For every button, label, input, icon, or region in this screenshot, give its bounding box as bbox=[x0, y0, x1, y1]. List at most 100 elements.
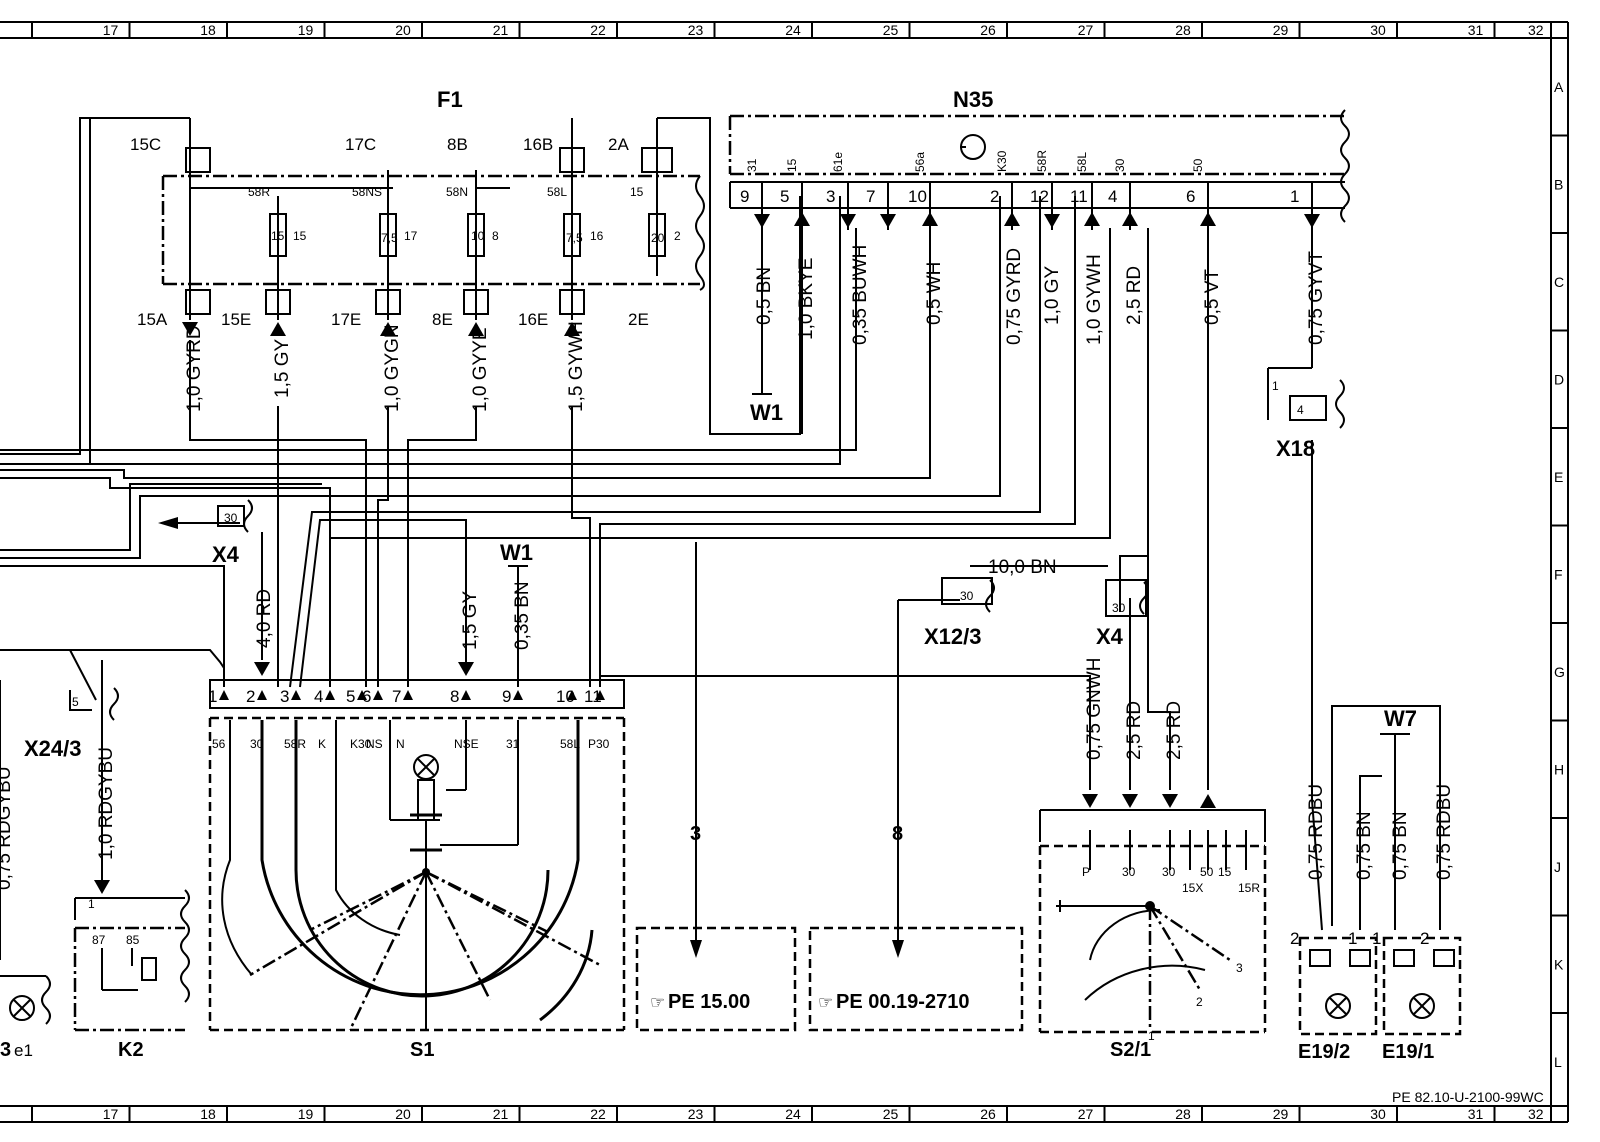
f1-58l-rating: 7,5 bbox=[566, 231, 583, 245]
e19-wire-labels: 0,75 RDBU 0,75 BN 0,75 BN 0,75 RDBU bbox=[1306, 784, 1455, 880]
x12-3-pin: 30 bbox=[960, 589, 974, 603]
f1-58ns-term: 58NS bbox=[352, 185, 382, 199]
x4-left-pin: 30 bbox=[224, 511, 238, 525]
connector-x18: 1 4 X18 bbox=[1267, 367, 1345, 461]
row-label: B bbox=[1554, 176, 1563, 192]
wire-f1-15a: 1,0 GYRD bbox=[184, 325, 205, 412]
f1-2e: 2E bbox=[628, 310, 649, 329]
column-label-bottom: 28 bbox=[1175, 1106, 1191, 1122]
k2-pin87: 87 bbox=[92, 933, 106, 947]
wire-x4-rd: 4,0 RD bbox=[254, 589, 275, 648]
f1-58n-term: 58N bbox=[446, 185, 468, 199]
s1-pin-number: 10 bbox=[556, 687, 575, 706]
row-label: C bbox=[1554, 274, 1564, 290]
ref-pe0019-text: PE 00.19-2710 bbox=[836, 991, 969, 1013]
fuse-15-2: 2A 15 20 2 2E bbox=[608, 118, 681, 329]
s2-term: 15R bbox=[1238, 881, 1260, 895]
wire-n35-4: 2,5 RD bbox=[1124, 266, 1145, 325]
f1-16b: 16B bbox=[523, 135, 553, 154]
n35-pin-number: 12 bbox=[1030, 187, 1049, 206]
f1-17c: 17C bbox=[345, 135, 376, 154]
s1-pin-term: NS bbox=[366, 737, 383, 751]
column-label-top: 27 bbox=[1078, 22, 1094, 38]
n35-wire-labels: 0,5 BN 1,0 BKYE 0,35 BUWH 0,5 WH 0,75 GY… bbox=[754, 245, 1327, 345]
wire-n35-3: 0,35 BUWH bbox=[850, 245, 871, 345]
column-label-bottom: 20 bbox=[395, 1106, 411, 1122]
n35-pin-arrow bbox=[1200, 212, 1216, 226]
column-label-bottom: 29 bbox=[1273, 1106, 1289, 1122]
n35-pin-term: 58L bbox=[1075, 152, 1089, 172]
x18-pin1: 1 bbox=[1272, 379, 1279, 393]
lamp-icon bbox=[1409, 993, 1435, 1019]
s1-pin-number: 1 bbox=[208, 687, 217, 706]
wire-s2-30a: 2,5 RD bbox=[1124, 701, 1145, 760]
s1-pin-number: 7 bbox=[392, 687, 401, 706]
reference-pe0019: 8 ☞ PE 00.19-2710 bbox=[808, 600, 1024, 1032]
fuse-58n: 8B 58N 10 8 8E bbox=[432, 135, 510, 336]
n35-pin-arrow bbox=[880, 214, 896, 228]
x4-right-label: X4 bbox=[1096, 624, 1124, 649]
wire-s1-9-bn: 0,35 BN bbox=[512, 581, 533, 650]
arrow-left-icon bbox=[158, 517, 178, 529]
column-label-top: 19 bbox=[298, 22, 314, 38]
n35-pin-term: 56a bbox=[913, 152, 927, 172]
f1-58ns-rating: 7,5 bbox=[381, 231, 398, 245]
n35-pin-term: K30 bbox=[995, 150, 1009, 172]
s1-pin-arrow bbox=[373, 690, 383, 700]
f1-58r-rating: 15 bbox=[271, 229, 285, 243]
lamp-icon bbox=[9, 995, 35, 1021]
n35-pin-arrow bbox=[754, 214, 770, 228]
f1-58r-num: 15 bbox=[293, 229, 307, 243]
s1-pin-arrow bbox=[403, 690, 413, 700]
column-label-bottom: 21 bbox=[493, 1106, 509, 1122]
s1-pin-term: 31 bbox=[506, 737, 520, 751]
x4-left-label: X4 bbox=[212, 542, 240, 567]
w1-mid-label: W1 bbox=[500, 540, 533, 565]
s2-pos-1: 1 bbox=[1148, 1029, 1155, 1043]
s1-pin-term: 58L bbox=[560, 737, 580, 751]
x24-3-pin: 5 bbox=[72, 695, 79, 709]
column-label-bottom: 19 bbox=[298, 1106, 314, 1122]
wire-f1-8e: 1,0 GYYE bbox=[470, 328, 491, 413]
connector-x4-left: 30 X4 4,0 RD bbox=[158, 499, 275, 676]
wire-x24-rdgybu: 1,0 RDGYBU bbox=[96, 747, 117, 860]
s1-pin-arrow bbox=[219, 690, 229, 700]
n35-pin-arrow bbox=[1084, 212, 1100, 226]
n35-pin-arrow bbox=[1004, 212, 1020, 226]
ref-arrow-8: 8 bbox=[892, 823, 903, 845]
wire-e19-rdbu-b: 0,75 RDBU bbox=[1434, 784, 1455, 880]
f1-8e: 8E bbox=[432, 310, 453, 329]
e19-1-pin2: 2 bbox=[1420, 929, 1429, 948]
wire-n35-10: 0,5 WH bbox=[924, 262, 945, 325]
column-label-bottom: 27 bbox=[1078, 1106, 1094, 1122]
row-label: F bbox=[1554, 566, 1563, 582]
s1-pin-number: 5 bbox=[346, 687, 355, 706]
s1-pin-arrow bbox=[257, 690, 267, 700]
column-label-top: 17 bbox=[103, 22, 119, 38]
s2-pos-3: 3 bbox=[1236, 961, 1243, 975]
s1-pin-arrow bbox=[513, 690, 523, 700]
connector-x12-3: 30 10,0 BN X12/3 bbox=[898, 557, 1108, 649]
s1-pin-number: 6 bbox=[362, 687, 371, 706]
column-label-bottom: 31 bbox=[1468, 1106, 1484, 1122]
n35-pin-number: 11 bbox=[1070, 187, 1088, 206]
s2-term: 15X bbox=[1182, 881, 1203, 895]
k2-pin85: 85 bbox=[126, 933, 140, 947]
lamp-e19-2: 2 1 E19/2 bbox=[1290, 929, 1378, 1063]
wire-e19-rdbu-a: 0,75 RDBU bbox=[1306, 784, 1327, 880]
wire-n35-1: 0,75 GYVT bbox=[1306, 251, 1327, 345]
wire-left-rdgybu: 0,75 RDGYBU bbox=[0, 766, 15, 890]
s1-pin-arrow bbox=[325, 690, 335, 700]
f1-harness bbox=[0, 117, 1076, 688]
n35-pin-arrow bbox=[922, 212, 938, 226]
pointing-hand-icon: ☞ bbox=[650, 993, 665, 1012]
column-label-top: 32 bbox=[1528, 22, 1544, 38]
row-label: J bbox=[1554, 859, 1561, 875]
s1-pin-term: P30 bbox=[588, 737, 610, 751]
e19-2-pin1: 1 bbox=[1348, 929, 1357, 948]
wire-bn10: 10,0 BN bbox=[988, 557, 1057, 578]
f1-wire-labels: 1,0 GYRD 1,5 GY 1,0 GYGN 1,0 GYYE 1,5 GY… bbox=[184, 321, 587, 412]
column-label-top: 24 bbox=[785, 22, 801, 38]
